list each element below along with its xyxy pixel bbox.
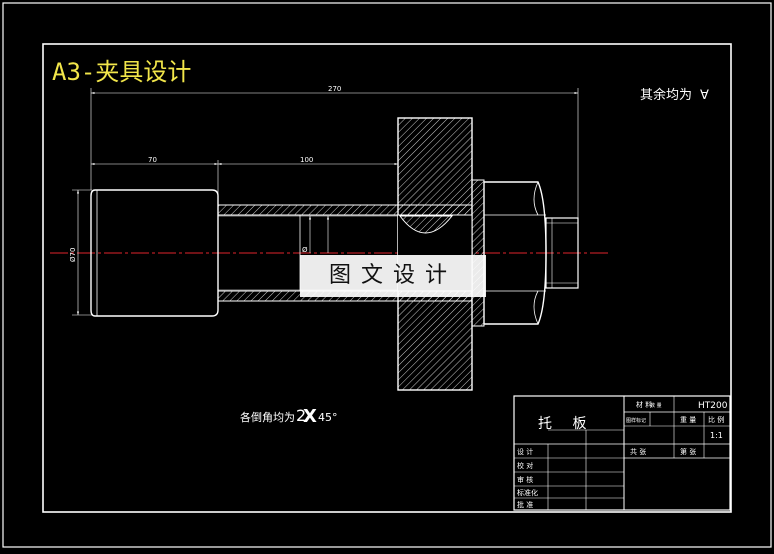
watermark-text: 图文设计 bbox=[328, 263, 457, 288]
tb-scale-label: 比 例 bbox=[708, 415, 724, 424]
part-clamp-plate bbox=[397, 117, 485, 391]
title-block: 托 板 设 计 校 对 审 核 标准化 批 准 材 料 HT200 图样标记 重… bbox=[513, 395, 731, 511]
dimension-diameter-inner: Ø bbox=[302, 216, 330, 254]
tb-material-label: 材 料 bbox=[636, 400, 652, 409]
dimension-inner-label: Ø bbox=[302, 246, 308, 254]
dimension-left-segment: 70 bbox=[91, 156, 219, 205]
chamfer-angle: 45° bbox=[318, 411, 338, 424]
dimension-diameter-left-label: Ø70 bbox=[69, 248, 77, 262]
tb-sheet-label: 共 张 bbox=[630, 447, 646, 456]
dimension-diameter-left: Ø70 bbox=[69, 189, 92, 316]
chamfer-note: 各倒角均为 2 X 45° bbox=[240, 406, 338, 427]
tb-approve-label: 批 准 bbox=[517, 500, 533, 509]
drawing-title: A3-夹具设计 bbox=[52, 58, 191, 86]
chamfer-value: 2 bbox=[296, 406, 306, 425]
tb-part-name: 托 板 bbox=[538, 416, 594, 432]
dimension-left-label: 70 bbox=[148, 156, 157, 164]
chamfer-note-text: 各倒角均为 bbox=[240, 410, 295, 424]
tb-scale-value: 1:1 bbox=[710, 431, 723, 440]
tb-drawing-no-label: 图样标记 bbox=[626, 417, 646, 424]
tb-designer-label: 设 计 bbox=[517, 447, 533, 456]
tb-standard-label: 标准化 bbox=[517, 488, 538, 497]
roughness-symbol-icon: ∀ bbox=[700, 88, 709, 103]
dimension-overall: 270 bbox=[90, 85, 579, 220]
tb-sheet-of-label: 第 张 bbox=[680, 447, 696, 456]
chamfer-x: X bbox=[303, 406, 317, 427]
part-threaded-end bbox=[545, 217, 579, 289]
tb-quantity-label: 数 量 bbox=[650, 402, 662, 409]
dimension-overall-label: 270 bbox=[328, 85, 341, 93]
tb-material-value: HT200 bbox=[698, 401, 728, 411]
dimension-middle-label: 100 bbox=[300, 156, 313, 164]
inner-frame bbox=[42, 43, 732, 513]
dimension-middle-segment: 100 bbox=[218, 156, 399, 205]
tb-review-label: 审 核 bbox=[517, 475, 533, 484]
roughness-note: 其余均为 bbox=[640, 87, 692, 103]
part-left-head bbox=[90, 189, 219, 317]
watermark-background bbox=[300, 255, 486, 297]
tb-weight-label: 重 量 bbox=[680, 416, 696, 424]
tb-checker-label: 校 对 bbox=[517, 461, 533, 470]
